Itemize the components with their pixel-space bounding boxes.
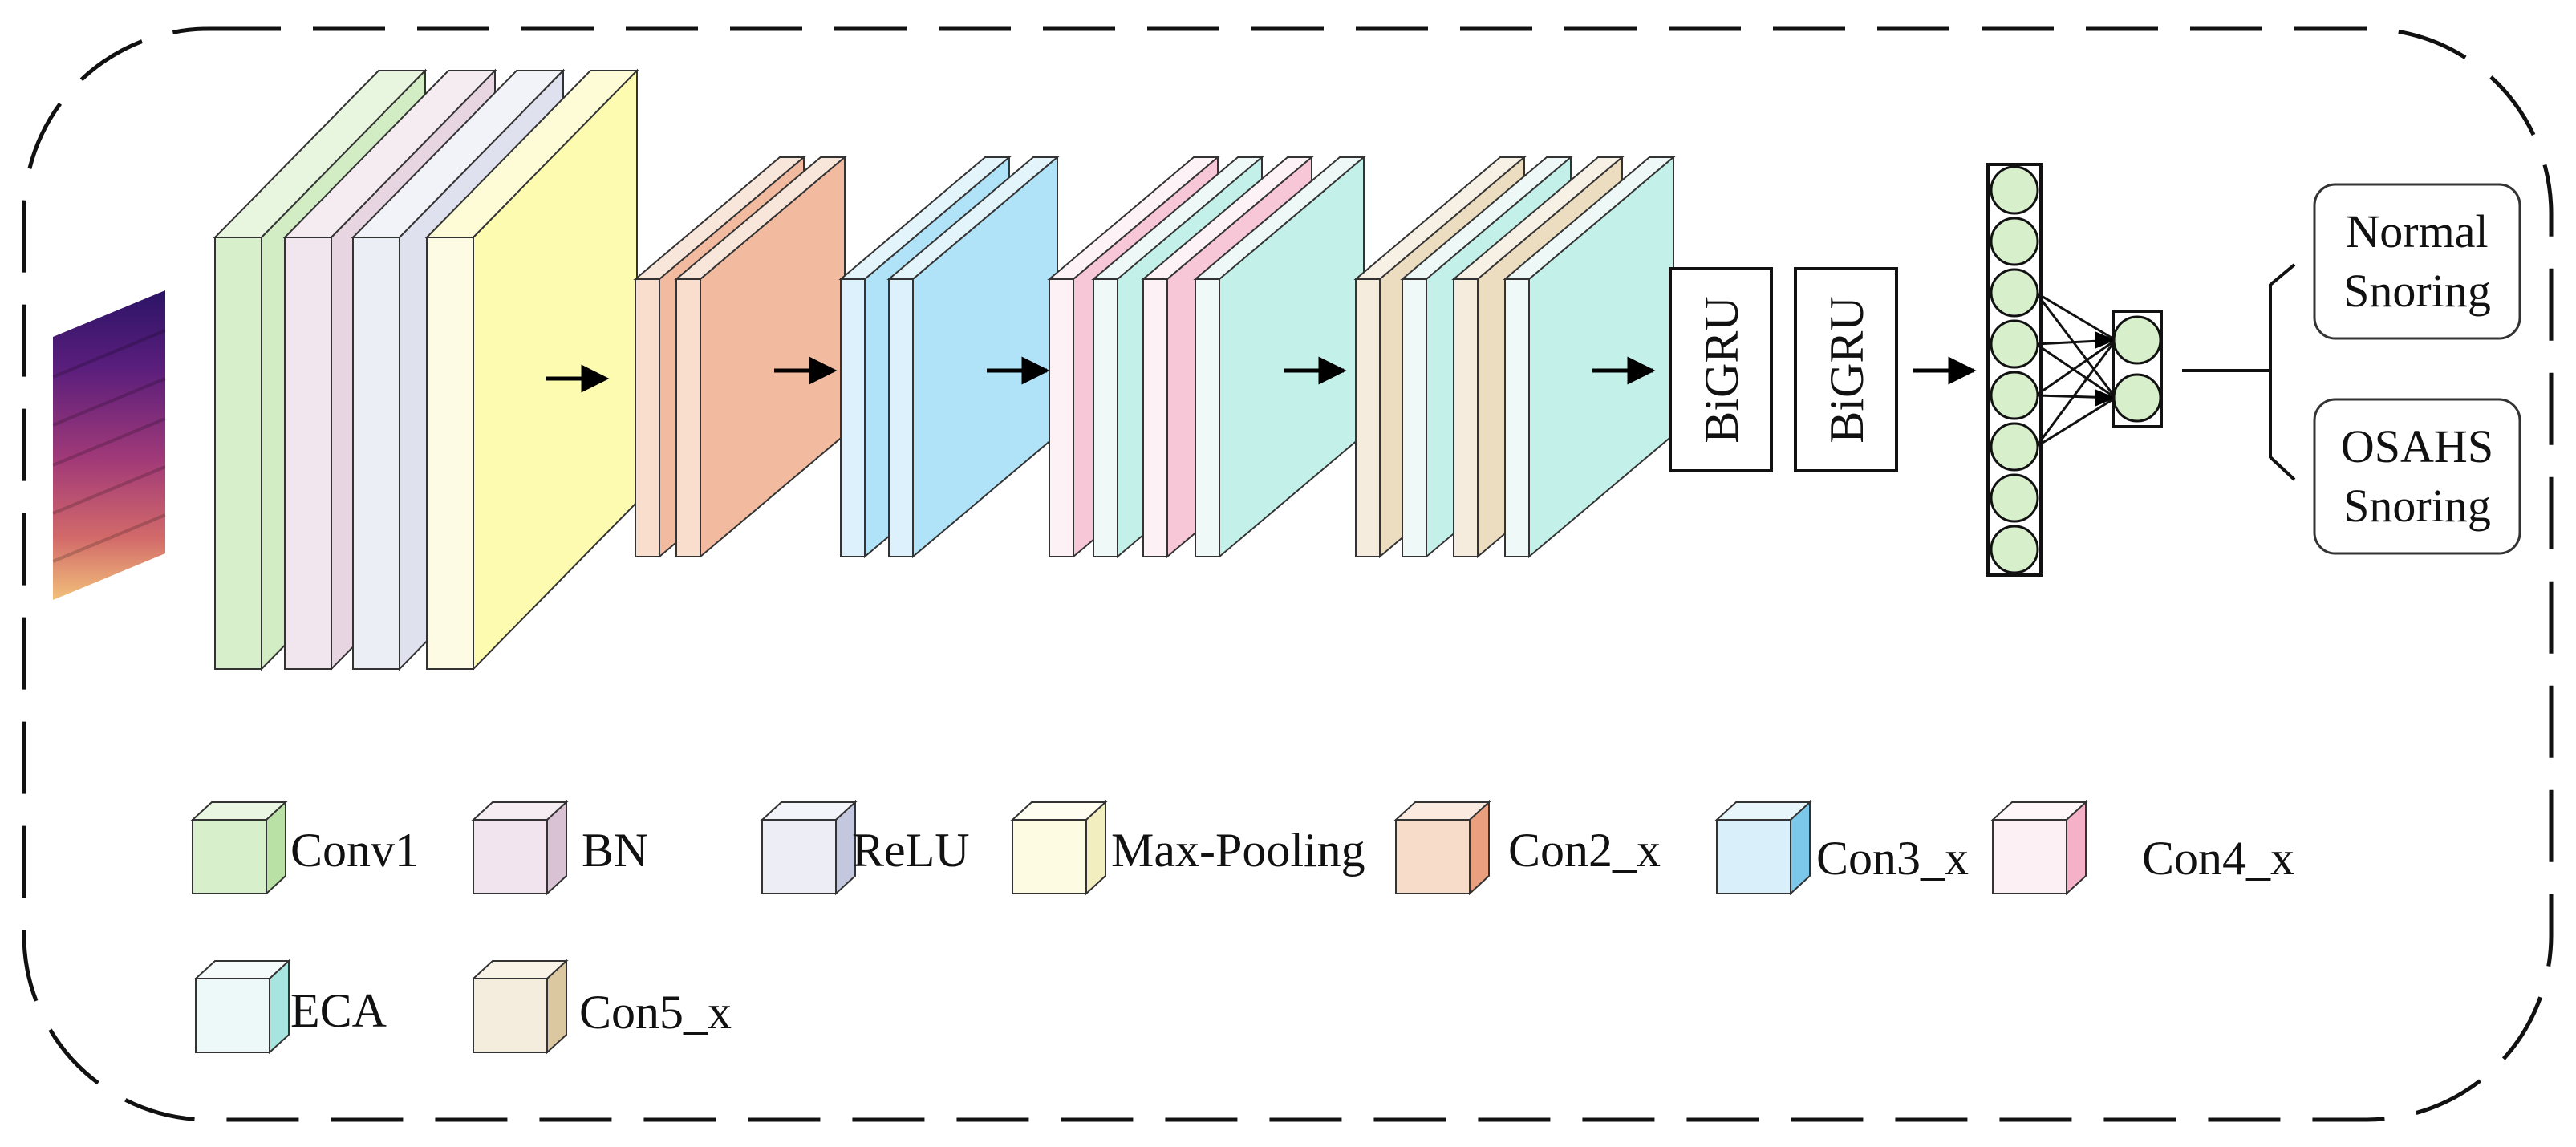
spectrogram-image [52,290,166,600]
dense-connections [2034,291,2117,448]
output-normal-line1: Normal [2346,205,2488,257]
output-neuron [2112,373,2162,423]
legend-label: Con2_x [1508,824,1661,877]
legend-label: Con4_x [2142,832,2294,885]
neuron [1990,525,2039,574]
bigru-2: BiGRU [1794,267,1898,472]
layer-block-3 [838,155,1060,559]
layer-block-2 [633,155,847,559]
dense-layer [1986,163,2163,577]
bigru-2-label: BiGRU [1820,296,1873,443]
neuron [1990,473,2039,523]
layer-block-1 [213,68,639,671]
neuron [1990,217,2039,266]
legend-item-con2-x: Con2_x [1393,800,1661,896]
neuron [1990,422,2039,472]
legend-item-bn: BN [471,800,648,896]
legend-item-conv1: Conv1 [190,800,419,896]
neuron [1990,268,2039,318]
legend-label: Con5_x [579,986,732,1039]
bigru-1: BiGRU [1669,267,1773,472]
layer-block-4 [1047,155,1366,559]
legend-item-con3-x: Con3_x [1714,800,1969,896]
layer-block-5 [1353,155,1676,559]
legend-item-con5-x: Con5_x [471,959,732,1055]
legend-item-relu: ReLU [760,800,970,896]
legend-item-max-pooling: Max-Pooling [1010,800,1365,896]
dashed-frame [22,26,2554,1122]
legend-label: Conv1 [290,824,419,877]
dense-edge [2035,396,2116,448]
dense-edge [2034,292,2117,399]
legend-item-eca: ECA [193,959,387,1055]
neuron [1990,165,2039,215]
legend-label: ReLU [852,824,970,877]
output-normal-snoring: Normal Snoring [2313,183,2521,340]
output-normal-line2: Snoring [2343,265,2491,317]
dense-edge [2035,291,2116,342]
legend-label: BN [582,824,648,877]
output-osahs-line1: OSAHS [2341,420,2493,472]
bigru-1-label: BiGRU [1695,296,1748,443]
legend-label: Max-Pooling [1111,824,1365,877]
legend-label: Con3_x [1816,832,1969,885]
output-brace [2182,263,2296,481]
legend: Conv1 BN ReLU Max-Pooling Con2_x Con3_x Con4_x… [190,800,2294,1055]
output-osahs-snoring: OSAHS Snoring [2313,398,2521,555]
dense-arrowhead [2095,331,2116,349]
slab-con2-x-2 [674,155,847,559]
flow-arrows [546,356,1977,393]
neuron [1990,319,2039,369]
output-osahs-line2: Snoring [2343,480,2491,532]
neuron [1990,371,2039,420]
dense-edge [2035,338,2116,397]
dense-arrowhead [2095,389,2116,407]
dense-edge [2035,342,2116,399]
legend-label: ECA [290,984,387,1037]
dense-edge [2034,339,2117,448]
output-neuron [2112,315,2162,365]
legend-item-con4-x: Con4_x [1990,800,2294,896]
slab-eca-4 [1503,155,1676,559]
slab-con3-x-2 [886,155,1060,559]
slab-eca-4 [1193,155,1366,559]
